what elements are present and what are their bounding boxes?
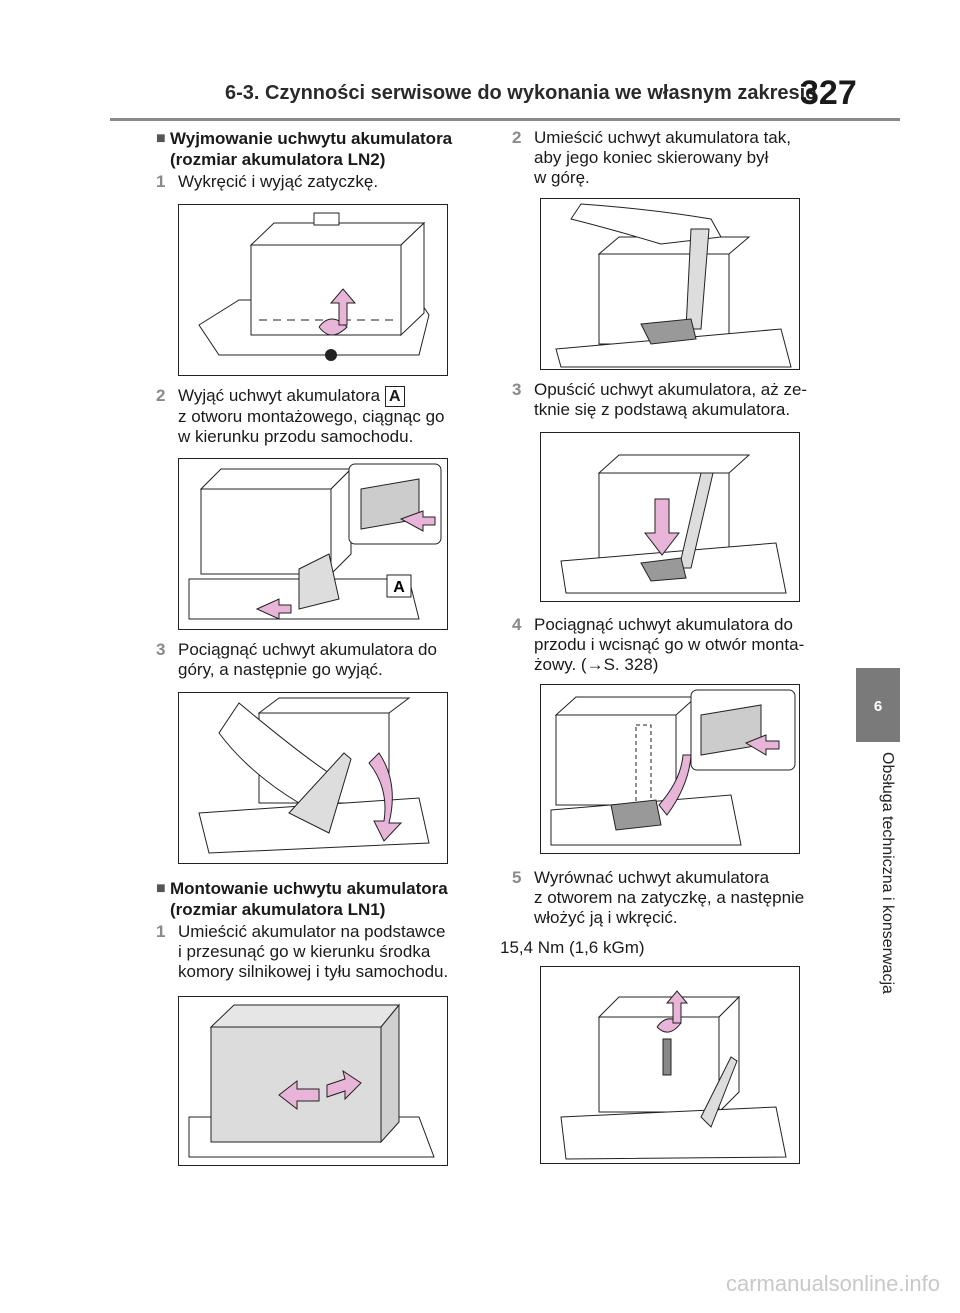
figure-lift-bracket: [178, 692, 448, 864]
step-removal-2: 2 Wyjąć uchwyt akumulatora A z otworu mo…: [156, 386, 445, 447]
section-title: 6-3. Czynności serwisowe do wykonania we…: [225, 82, 817, 104]
heading-removal: ■ Wyjmowanie uchwytu akumulatora (rozmia…: [156, 129, 453, 169]
figure-lower-bracket: [540, 432, 800, 602]
step-removal-1: 1 Wykręcić i wyjąć zatyczkę.: [156, 172, 379, 191]
figure-slide-battery: [178, 996, 448, 1166]
step-install-3: 3 Opuścić uchwyt akumulatora, aż ze- tkn…: [512, 380, 808, 419]
figure-position-bracket: [540, 198, 800, 370]
torque-value: 15,4 Nm (1,6 kGm): [500, 938, 645, 957]
chapter-number: 6: [873, 698, 883, 715]
step-removal-3: 3 Pociągnąć uchwyt akumulatora do góry, …: [156, 640, 437, 679]
figure-insert-bracket: [540, 684, 800, 854]
figure-screw-plug: [540, 966, 800, 1164]
figure-remove-plug: [178, 204, 448, 376]
page-number: 327: [800, 74, 857, 112]
chapter-tab[interactable]: 6: [856, 668, 900, 742]
callout-a-badge: A: [384, 386, 405, 408]
step-install-2: 2 Umieścić uchwyt akumulatora tak, aby j…: [512, 128, 791, 187]
step-install-4: 4 Pociągnąć uchwyt akumulatora do przodu…: [512, 615, 805, 674]
figure-pull-bracket: A: [178, 458, 448, 630]
watermark: carmanualsonline.info: [725, 1271, 940, 1296]
callout-a-label: A: [393, 579, 405, 596]
step-install-5: 5 Wyrównać uchwyt akumulatora z otworem …: [512, 868, 805, 927]
heading-installation: ■ Montowanie uchwytu akumulatora (rozmia…: [156, 879, 448, 919]
step-install-1: 1 Umieścić akumulator na podstawce i prz…: [156, 922, 449, 981]
chapter-label: Obsługa techniczna i konserwacja: [879, 752, 896, 994]
bullet-square-icon: ■: [156, 130, 166, 147]
bullet-square-icon: ■: [156, 880, 166, 897]
header-rule: [110, 118, 900, 121]
